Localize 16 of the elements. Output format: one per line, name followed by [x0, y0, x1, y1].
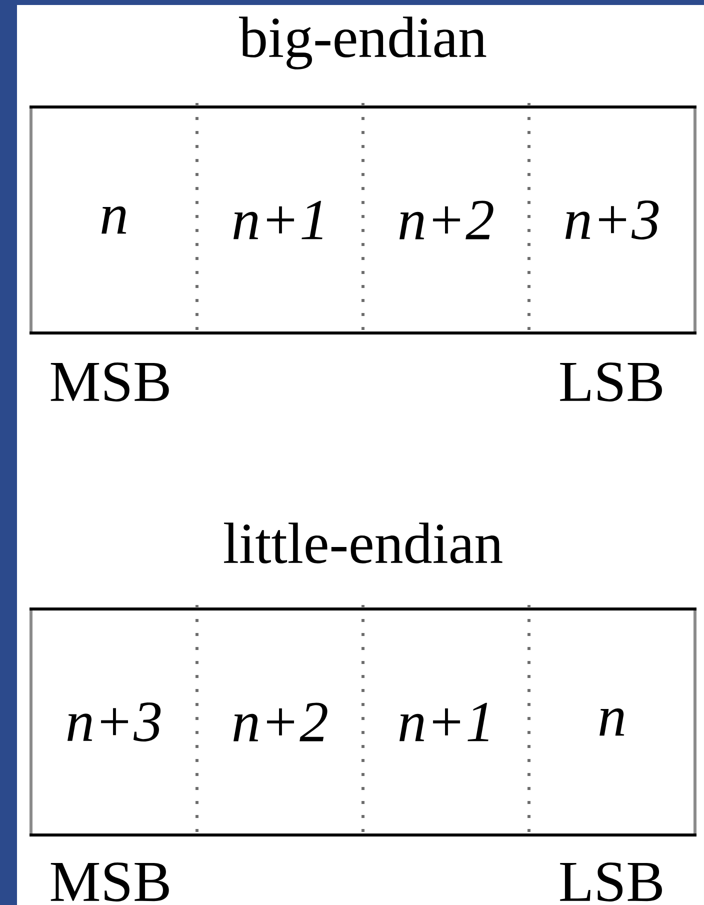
byte-number: n+1 [234, 200, 322, 240]
byte-order-label: MSB [50, 362, 169, 402]
heading: big-endian [238, 16, 486, 70]
byte-number: n+1 [400, 702, 488, 742]
byte-number: n [102, 206, 126, 234]
byte-number: n+2 [234, 702, 328, 742]
byte-order-label: LSB [560, 362, 662, 402]
byte-box [30, 522, 696, 836]
byte-number: n+3 [68, 702, 161, 742]
byte-number: n [600, 708, 624, 736]
byte-order-label: LSB [560, 862, 662, 902]
byte-box [30, 16, 696, 334]
heading: little-endian [224, 522, 502, 564]
byte-number: n+3 [566, 200, 659, 240]
byte-number: n+2 [400, 200, 494, 240]
byte-order-label: MSB [50, 862, 169, 902]
